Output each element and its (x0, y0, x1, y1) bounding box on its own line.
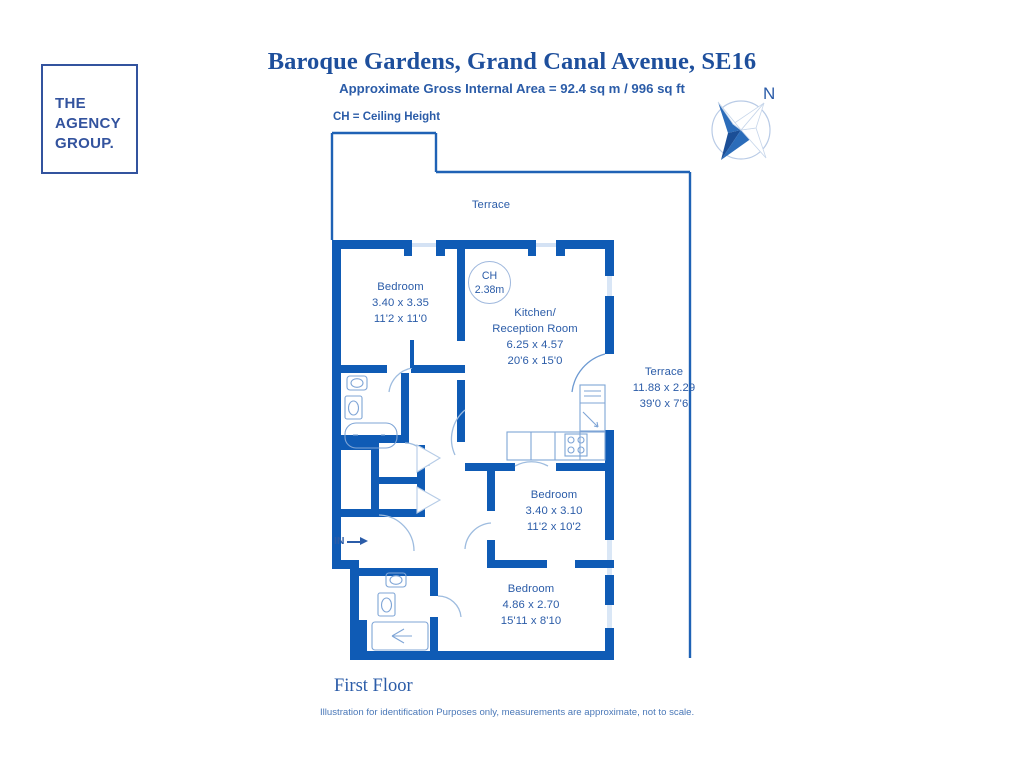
compass-north-label: N (763, 84, 776, 103)
entrance-marker: IN (334, 535, 369, 547)
fridge-icon (579, 384, 606, 432)
entrance-label: IN (334, 535, 345, 547)
sink-icon (377, 592, 396, 617)
agency-logo: THE AGENCY GROUP. (41, 64, 138, 174)
arrow-right-icon (346, 537, 369, 546)
toilet-icon (346, 375, 368, 391)
floor-name: First Floor (334, 676, 413, 696)
agency-logo-text: THE AGENCY GROUP. (55, 95, 121, 152)
hob-icon (564, 433, 588, 457)
room-label-kitchen-reception: Kitchen/ Reception Room 6.25 x 4.57 20'6… (492, 307, 578, 368)
cupboard-doors (416, 444, 442, 514)
disclaimer-text: Illustration for identification Purposes… (320, 707, 695, 718)
toilet-icon (385, 572, 407, 588)
room-label-bedroom-2: Bedroom 3.40 x 3.10 11'2 x 10'2 (525, 489, 583, 534)
gross-internal-area: Approximate Gross Internal Area = 92.4 s… (339, 81, 685, 96)
sink-icon (344, 395, 363, 420)
room-label-terrace-top: Terrace (471, 199, 511, 211)
compass-rose-icon (711, 100, 771, 160)
room-label-terrace-right: Terrace 11.88 x 2.29 39'0 x 7'6 (632, 366, 696, 411)
compass-rose: N (708, 84, 792, 164)
kitchen-counter (506, 431, 606, 461)
door-swings (378, 340, 606, 618)
bathtub-icon (344, 422, 398, 449)
room-label-bedroom-1: Bedroom 3.40 x 3.35 11'2 x 11'0 (372, 281, 429, 326)
page-title: Baroque Gardens, Grand Canal Avenue, SE1… (267, 48, 757, 75)
shower-icon (371, 621, 429, 651)
room-label-bedroom-3: Bedroom 4.86 x 2.70 15'11 x 8'10 (500, 583, 562, 628)
ceiling-height-legend: CH = Ceiling Height (333, 111, 441, 123)
ceiling-height-badge: CH 2.38m (468, 261, 511, 304)
